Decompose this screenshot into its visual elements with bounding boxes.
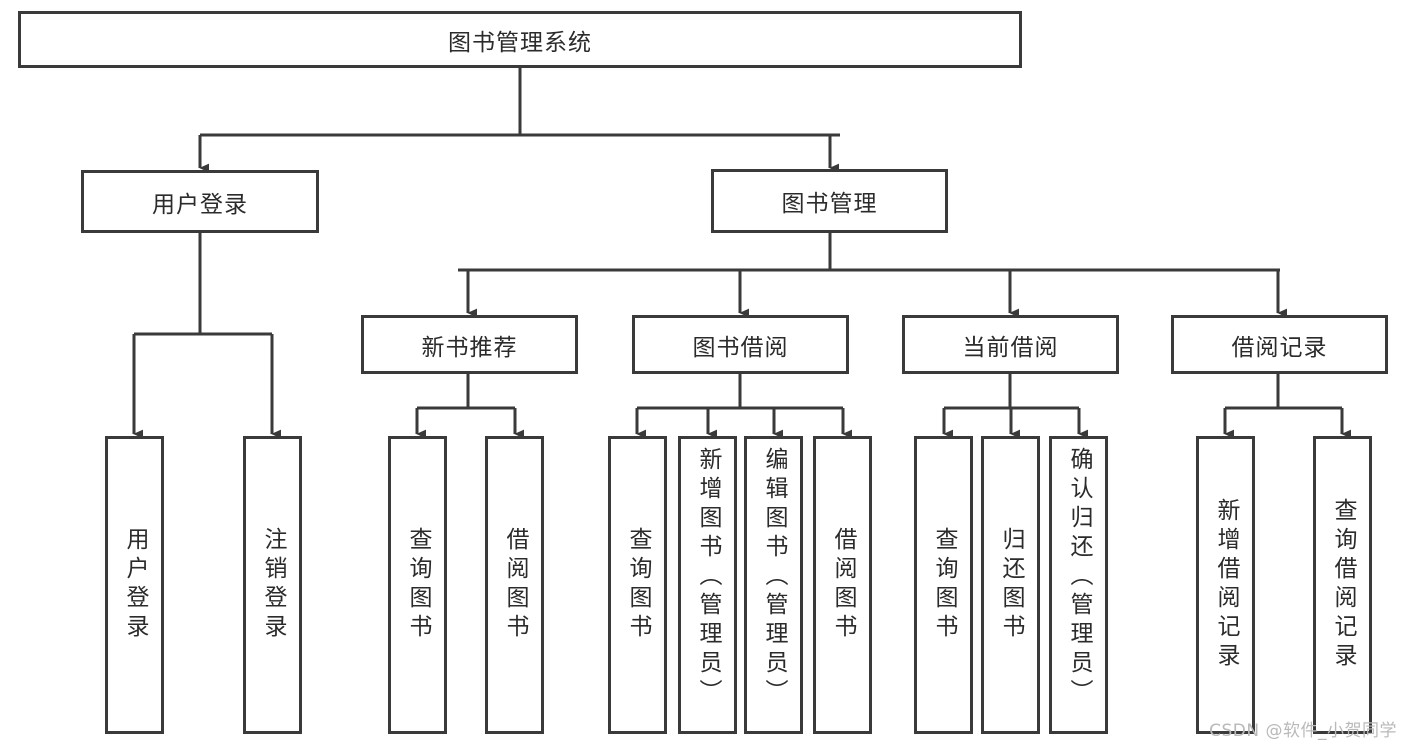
- leaf-borrow-add-book-admin[interactable]: 新增图书（管理员）: [678, 436, 737, 734]
- leaf-current-query-book[interactable]: 查询图书: [914, 436, 973, 734]
- watermark-text: CSDN @软件_小贺同学: [1209, 721, 1397, 741]
- node-label: 新增借阅记录: [1213, 498, 1239, 672]
- node-label: 图书借阅: [692, 334, 789, 361]
- node-label: 借阅记录: [1231, 334, 1328, 361]
- node-label: 注销登录: [260, 527, 286, 643]
- leaf-recommend-borrow-book[interactable]: 借阅图书: [485, 436, 544, 734]
- node-root-system[interactable]: 图书管理系统: [18, 11, 1022, 68]
- leaf-user-login-login[interactable]: 用户登录: [105, 436, 164, 734]
- node-label: 当前借阅: [962, 334, 1059, 361]
- node-book-management[interactable]: 图书管理: [711, 169, 948, 233]
- leaf-borrow-query-book[interactable]: 查询图书: [608, 436, 667, 734]
- leaf-recommend-query-book[interactable]: 查询图书: [388, 436, 447, 734]
- node-current-borrow[interactable]: 当前借阅: [902, 315, 1119, 374]
- node-borrow-record[interactable]: 借阅记录: [1171, 315, 1388, 374]
- leaf-current-confirm-return-admin[interactable]: 确认归还（管理员）: [1049, 436, 1108, 734]
- leaf-borrow-edit-book-admin[interactable]: 编辑图书（管理员）: [744, 436, 803, 734]
- node-label: 确认归还（管理员）: [1066, 447, 1092, 708]
- node-user-login[interactable]: 用户登录: [81, 170, 319, 233]
- node-label: 用户登录: [152, 191, 248, 218]
- leaf-record-add-record[interactable]: 新增借阅记录: [1196, 436, 1255, 734]
- leaf-borrow-borrow-book[interactable]: 借阅图书: [813, 436, 872, 734]
- node-label: 用户登录: [122, 527, 148, 643]
- node-label: 查询图书: [931, 527, 957, 643]
- node-label: 借阅图书: [830, 527, 856, 643]
- node-new-book-recommend[interactable]: 新书推荐: [361, 315, 578, 374]
- node-label: 图书管理: [781, 191, 878, 217]
- node-label: 编辑图书（管理员）: [761, 447, 787, 708]
- leaf-current-return-book[interactable]: 归还图书: [981, 436, 1040, 734]
- node-label: 查询图书: [625, 527, 651, 643]
- node-label: 查询图书: [405, 527, 431, 643]
- node-label: 图书管理系统: [448, 29, 592, 56]
- node-book-borrow[interactable]: 图书借阅: [632, 315, 849, 374]
- leaf-user-login-logout[interactable]: 注销登录: [243, 436, 302, 734]
- node-label: 新书推荐: [421, 334, 518, 361]
- node-label: 归还图书: [998, 527, 1024, 643]
- node-label: 借阅图书: [502, 527, 528, 643]
- node-label: 新增图书（管理员）: [695, 447, 721, 708]
- leaf-record-query-record[interactable]: 查询借阅记录: [1313, 436, 1372, 734]
- node-label: 查询借阅记录: [1330, 498, 1356, 672]
